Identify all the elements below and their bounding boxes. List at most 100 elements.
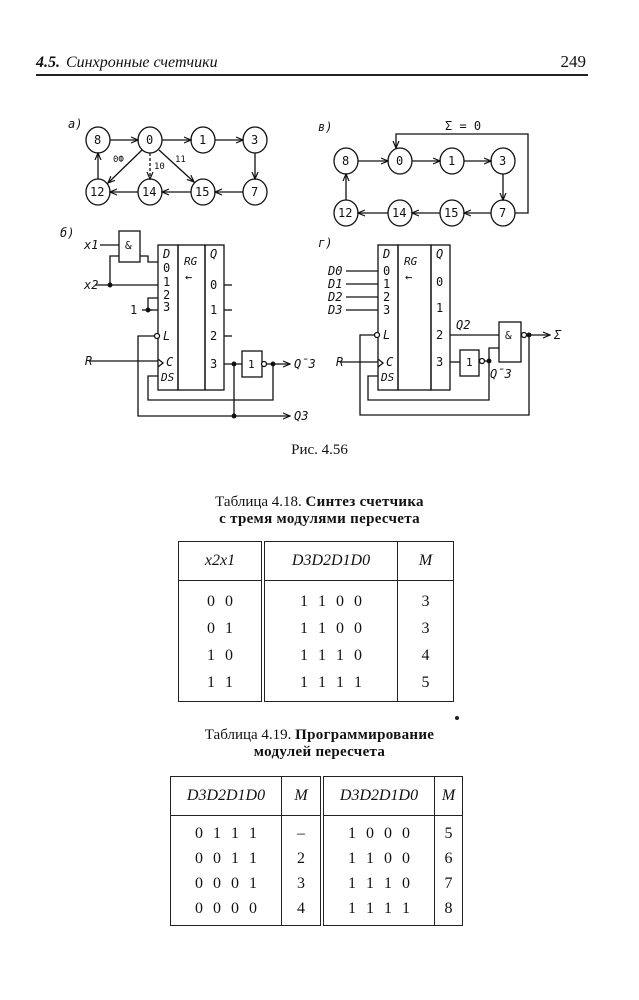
table-title-line-2: с тремя модулями пересчета [219,511,420,527]
print-speck [455,716,459,720]
state-label: 0 [396,154,403,168]
digit: 0 [225,592,233,610]
digit: 0 [249,899,257,917]
input-label: R [336,355,343,369]
register-q-column [204,244,225,391]
figure-4-56: а) 8 0 1 3 12 14 15 7 0Ф 10 11 в) Σ = 0 … [60,117,562,423]
digit: 1 [300,619,308,637]
output-label: Σ [553,328,562,342]
pin-label: 0 [383,264,390,278]
value-cell: 3 [281,871,324,896]
digit: 0 [336,592,344,610]
digit: 1 [249,824,257,842]
digit: 1 [213,824,221,842]
digit: 1 [354,673,362,691]
gate-symbol: & [505,329,512,342]
pin-label: D [382,247,390,261]
pin-label: C [166,355,174,369]
pin-label: L [383,328,390,342]
state-label: 3 [251,133,258,147]
pin-label: 2 [436,328,443,342]
digit: 0 [384,849,392,867]
pin-label: 3 [436,355,443,369]
signal-label: Q̄3 [490,367,512,381]
digit: 0 [225,646,233,664]
digit: 0 [195,874,203,892]
pin-label: 1 [163,275,170,289]
running-header: 4.5.Синхронные счетчики 249 [36,50,588,76]
state-label: 1 [199,133,206,147]
value-cell: 2 [281,846,324,871]
digit: 1 [300,646,308,664]
feedback-arrow [396,133,529,214]
digit: 1 [384,874,392,892]
state-label: 12 [90,185,104,199]
and-gate [118,230,141,263]
inversion-bubble [373,331,381,339]
table-number: Таблица 4.18. [215,494,302,510]
value-cell: 5 [421,673,430,691]
digit: 1 [207,646,215,664]
digit: 1 [225,673,233,691]
pin-label: Q [436,247,443,261]
state-label: 15 [444,206,458,220]
table-title-line-2: модулей пересчета [253,744,386,760]
state-label: 0 [146,133,153,147]
digit: 0 [384,824,392,842]
pin-label: 0 [210,278,217,292]
input-label: D3 [327,303,342,317]
panel-label: б) [60,226,74,240]
digit: 1 [318,592,326,610]
pin-label: 1 [210,303,217,317]
table-4-18-title: Таблица 4.18. Синтез счетчика с тремя мо… [0,494,639,528]
table-4-19-title: Таблица 4.19. Программирование модулей п… [0,727,639,761]
pin-label: 0 [163,261,170,275]
state-label: 7 [251,185,258,199]
digit: 0 [195,824,203,842]
digit: 1 [366,849,374,867]
register-label: RG [404,255,418,268]
input-label: D1 [327,277,342,291]
section-title: Синхронные счетчики [66,54,218,71]
state-label: 8 [94,133,101,147]
edge-label: 0Ф [113,155,124,165]
digit: 0 [366,824,374,842]
value-cell: 3 [421,619,430,637]
pin-label: 3 [383,303,390,317]
state-label: 15 [195,185,209,199]
digit: 1 [336,673,344,691]
edge-label: 11 [175,155,186,165]
digit: 0 [354,592,362,610]
table-title-line-1: Синтез счетчика [305,494,424,510]
edge-label: 10 [154,162,165,172]
pin-label: Q [210,247,217,261]
column-header: x2x1 [178,541,265,581]
table-title-line-1: Программирование [295,727,435,743]
digit: 0 [207,619,215,637]
digit: 0 [231,899,239,917]
state-label: 8 [342,154,349,168]
digit: 1 [318,646,326,664]
digit: 0 [354,646,362,664]
digit: 1 [366,899,374,917]
pin-label: 3 [163,300,170,314]
digit: 1 [318,619,326,637]
not-gate [459,349,480,377]
transition-arrow [108,149,143,183]
shift-arrow: ← [405,270,412,284]
digit: 1 [348,899,356,917]
digit: 1 [300,592,308,610]
state-label: 3 [499,154,506,168]
column-header: D3D2D1D0 [170,776,282,816]
panel-a-state-graph [85,126,268,206]
pin-label: 3 [210,357,217,371]
digit: 0 [336,619,344,637]
